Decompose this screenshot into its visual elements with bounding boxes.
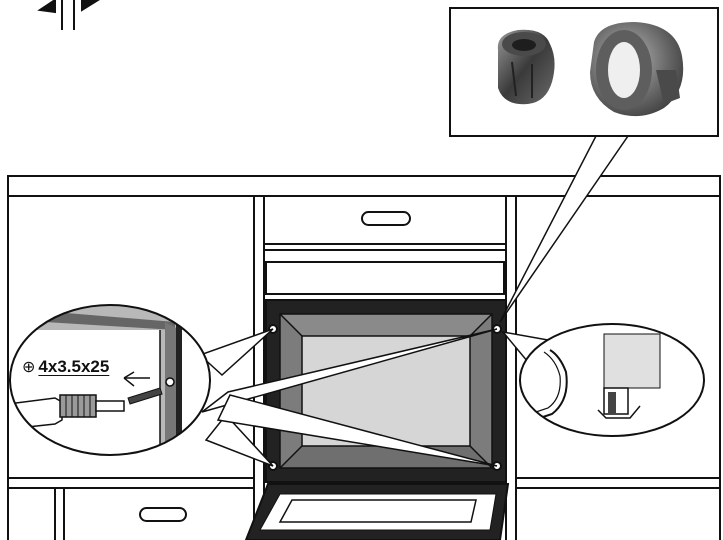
screw-detail-magnifier (9, 304, 211, 456)
direction-arrows-icon (37, 0, 100, 30)
callout-pointer (198, 328, 274, 377)
plug-icon (497, 29, 555, 105)
drawer-handle (361, 211, 411, 226)
plugs-inset (449, 7, 719, 137)
screw-spec-label: ⊕4x3.5x25 (22, 357, 109, 378)
drawer-handle (139, 507, 187, 522)
clip-detail-magnifier (519, 323, 705, 437)
oven-door (244, 483, 510, 540)
screw-symbol-icon: ⊕ (22, 359, 36, 376)
callout-pointer (216, 394, 498, 467)
callout-pointer (201, 328, 498, 413)
plug-icon (590, 22, 684, 117)
callout-pointer (204, 413, 274, 467)
screw-size: 4x3.5x25 (38, 357, 110, 376)
oven (265, 299, 507, 483)
kitchen-cabinets (7, 175, 721, 540)
callout-pointer (499, 135, 630, 323)
